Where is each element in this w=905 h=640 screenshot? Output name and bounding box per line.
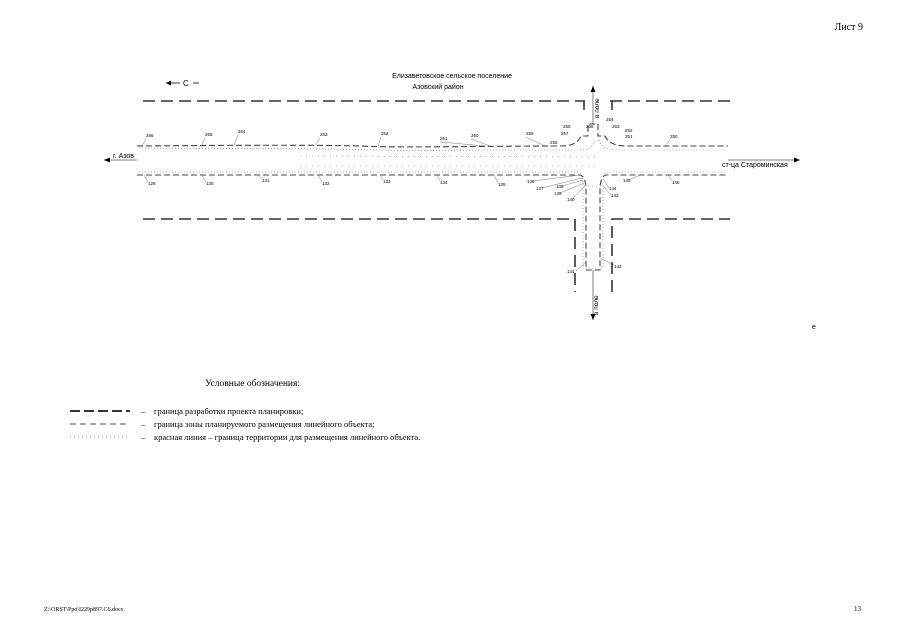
legend-item-planning-boundary: – граница разработки проекта планировки; xyxy=(68,404,420,417)
point-label: 266 xyxy=(146,133,154,138)
legend-item-red-line: – красная линия – граница территории для… xyxy=(68,430,420,443)
legend-dash: – xyxy=(140,405,146,416)
legend-text: красная линия – граница территории для р… xyxy=(154,431,421,442)
road-east-arrow xyxy=(728,157,800,163)
legend-dash: – xyxy=(140,431,146,442)
point-label: 250 xyxy=(670,134,678,139)
field-south-label: в поле xyxy=(593,295,600,315)
file-path: Z:\ORST\Ppo\I229p897.С6.docx xyxy=(44,607,124,613)
point-label: 131 xyxy=(262,178,270,183)
point-label: 265 xyxy=(205,132,213,137)
field-north-label: в поле xyxy=(594,98,601,118)
settlement-title: Елизаветовское сельское поселение xyxy=(392,73,512,80)
point-label: 129 xyxy=(148,181,156,186)
zone-boundary-swatch xyxy=(70,423,130,424)
sheet-label: Лист 9 xyxy=(834,22,863,33)
point-label: 141 xyxy=(567,269,575,274)
legend-text: граница зоны планируемого размещения лин… xyxy=(154,418,375,429)
point-label: 143 xyxy=(611,193,619,198)
field-south-arrow xyxy=(590,270,596,320)
point-label: 132 xyxy=(322,181,330,186)
point-label: 262 xyxy=(381,131,389,136)
legend-dash: – xyxy=(140,418,146,429)
point-label: 130 xyxy=(206,181,214,186)
point-label: 260 xyxy=(471,133,479,138)
point-label: 255 xyxy=(563,124,571,129)
point-label: 144 xyxy=(609,186,617,191)
red-line xyxy=(138,139,725,269)
point-label: 252 xyxy=(625,128,633,133)
point-label: 137 xyxy=(536,186,544,191)
north-marker: С xyxy=(166,79,199,88)
red-line-swatch xyxy=(70,436,130,437)
legend-item-zone-boundary: – граница зоны планируемого размещения л… xyxy=(68,417,420,430)
point-label: 140 xyxy=(567,197,575,202)
point-label: 254 xyxy=(606,117,614,122)
road-east-label: ст-ца Староминская xyxy=(722,162,788,169)
top-point-labels: 266 265 264 263 262 261 260 259 258 255 … xyxy=(146,117,678,145)
point-label: 257 xyxy=(561,131,569,136)
legend: – граница разработки проекта планировки;… xyxy=(68,404,420,443)
point-label: 139 xyxy=(554,191,562,196)
point-label: 253 xyxy=(612,124,620,129)
point-label: 264 xyxy=(238,129,246,134)
point-label: 259 xyxy=(526,131,534,136)
point-label: 142 xyxy=(614,264,622,269)
point-label: 145 xyxy=(623,178,631,183)
point-label: 133 xyxy=(383,179,391,184)
road-west-arrow xyxy=(104,157,137,163)
point-label: 135 xyxy=(498,182,506,187)
point-label: 263 xyxy=(320,132,328,137)
top-leader-lines xyxy=(141,134,671,147)
bottom-leader-lines xyxy=(143,174,673,272)
point-label: 261 xyxy=(440,136,448,141)
road-west-label: г. Азов xyxy=(113,153,134,160)
zone-boundary xyxy=(136,123,728,271)
stray-mark: е xyxy=(812,324,816,331)
point-label: 136 xyxy=(527,179,535,184)
north-marker-label: С xyxy=(183,79,189,88)
planning-boundary xyxy=(143,100,730,292)
legend-title: Условные обозначения: xyxy=(205,379,301,389)
point-label: 134 xyxy=(440,180,448,185)
point-label: 258 xyxy=(550,140,558,145)
page-number: 13 xyxy=(854,605,861,613)
legend-text: граница разработки проекта планировки; xyxy=(154,405,304,416)
point-label: 138 xyxy=(556,184,564,189)
point-label: 251 xyxy=(625,134,633,139)
point-label: 146 xyxy=(672,180,680,185)
district-title: Азовский район xyxy=(412,83,463,91)
planning-drawing: С Елизаветовское сельское поселение Азов… xyxy=(104,73,816,331)
bottom-point-labels: 129 130 131 132 133 134 135 136 137 138 … xyxy=(148,178,680,274)
point-label: 256 xyxy=(586,124,594,129)
field-north-arrow xyxy=(590,86,596,124)
planning-boundary-swatch xyxy=(70,409,130,412)
